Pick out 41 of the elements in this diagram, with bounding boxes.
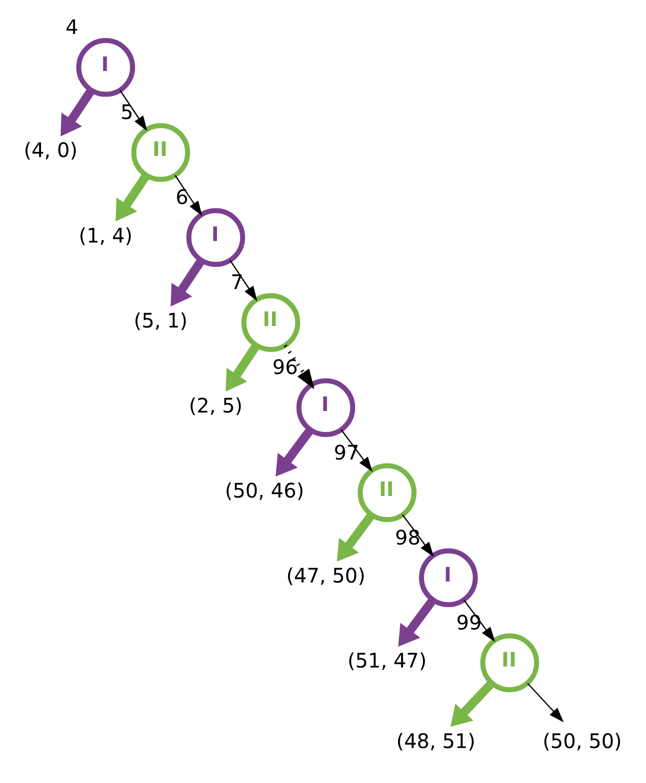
node-text: (50, 50) bbox=[542, 728, 622, 753]
node-label: 97 bbox=[334, 440, 360, 464]
arrow bbox=[398, 596, 436, 646]
node-label: 5 bbox=[120, 100, 134, 124]
node-label: 96 bbox=[272, 354, 298, 379]
node-label: 6 bbox=[176, 184, 188, 209]
node-text: (51, 47) bbox=[347, 648, 427, 672]
arrow bbox=[450, 679, 495, 726]
node-text: (5, 1) bbox=[134, 308, 188, 332]
node-text: (2, 5) bbox=[188, 392, 243, 417]
arrow bbox=[226, 342, 260, 392]
node-label: 98 bbox=[395, 524, 420, 549]
node-text: (47, 50) bbox=[286, 563, 366, 587]
arrow bbox=[527, 682, 564, 722]
arrow bbox=[340, 428, 373, 472]
arrow bbox=[276, 426, 314, 476]
node-text: (50, 46) bbox=[224, 478, 304, 502]
arrow bbox=[116, 172, 150, 221]
node-circle: II bbox=[480, 632, 540, 692]
arrow bbox=[230, 260, 258, 301]
arrow bbox=[170, 258, 205, 306]
node-label: 99 bbox=[456, 610, 482, 634]
arrow bbox=[60, 87, 95, 136]
node-text: (1, 4) bbox=[78, 222, 133, 247]
node-label: 7 bbox=[230, 270, 244, 294]
node-circle: I bbox=[419, 548, 478, 607]
node-circle: II bbox=[241, 292, 300, 352]
node-circle: II bbox=[358, 462, 416, 522]
node-text: (48, 51) bbox=[396, 728, 476, 753]
node-circle: I bbox=[76, 38, 136, 96]
node-label: 4 bbox=[66, 14, 78, 39]
arrow bbox=[336, 512, 376, 562]
node-text: (4, 0) bbox=[24, 138, 78, 162]
arrow bbox=[120, 90, 148, 130]
arrow bbox=[402, 514, 434, 556]
node-circle: I bbox=[296, 378, 356, 437]
node-circle: I bbox=[186, 208, 246, 266]
node-circle: II bbox=[131, 122, 190, 182]
arrow bbox=[463, 598, 496, 642]
arrow bbox=[284, 344, 314, 389]
arrow bbox=[174, 174, 202, 216]
